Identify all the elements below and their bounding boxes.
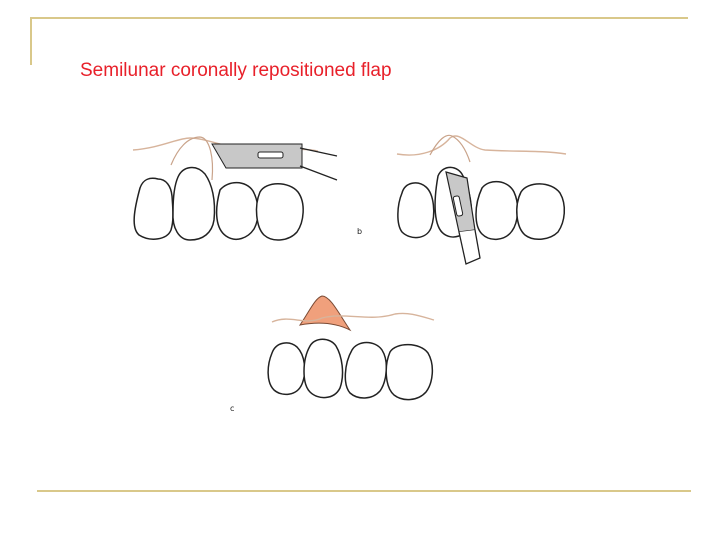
panel-c-tooth-1 (267, 342, 306, 396)
panel-b-tooth-3 (475, 180, 519, 240)
panel-a-tooth-3 (215, 181, 259, 240)
panel-a-tooth-2 (172, 166, 216, 241)
panel-b-gingiva-line (396, 135, 567, 156)
panel-b-blade-slot (452, 195, 464, 217)
panel-a-tooth-4 (255, 183, 304, 241)
panel-c-tooth-2 (303, 338, 344, 399)
panel-label-c: c (230, 404, 234, 413)
panel-b-tooth-4 (516, 183, 566, 240)
panel-c: c (230, 295, 435, 413)
panel-a-scalpel-blade (211, 143, 303, 169)
panel-b-scalpel-handle (458, 229, 481, 265)
panel-label-b: b (357, 227, 362, 236)
frame-bottom-rule (37, 490, 691, 492)
panel-a-tooth-1 (133, 177, 174, 240)
panel-b-flap-outline (429, 134, 471, 163)
panel-c-gingiva-line (271, 312, 435, 323)
slide-title: Semilunar coronally repositioned flap (80, 60, 392, 81)
panel-b: b (357, 134, 567, 265)
panel-b-tooth-1 (397, 182, 435, 239)
panel-a (132, 136, 338, 241)
panel-c-flap (298, 295, 352, 332)
panel-c-tooth-4 (385, 343, 434, 401)
panel-c-tooth-3 (344, 341, 388, 399)
panel-a-blade-slot (257, 151, 284, 159)
frame-top-rule (30, 17, 688, 19)
panel-a-flap-outline (170, 136, 214, 181)
panel-a-scalpel-handle (299, 147, 338, 181)
frame-left-rule (30, 17, 32, 65)
